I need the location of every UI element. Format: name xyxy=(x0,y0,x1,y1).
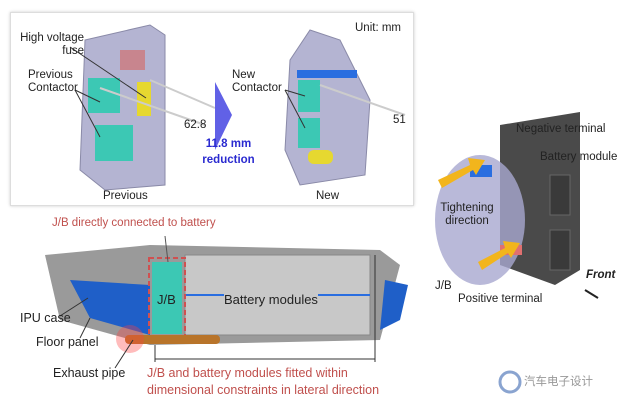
battery-module-label: Battery module xyxy=(540,151,618,163)
new-dimension: 51 xyxy=(393,114,406,126)
ipu-case-label: IPU case xyxy=(20,311,71,325)
lateral-note-line1: J/B and battery modules fitted within xyxy=(147,366,348,380)
new-contactor-label: New Contactor xyxy=(232,69,282,94)
previous-dimension: 62.8 xyxy=(184,119,207,131)
reduction-label: reduction xyxy=(202,154,255,166)
right-jb-label: J/B xyxy=(435,280,452,292)
previous-caption: Previous xyxy=(103,190,148,202)
previous-jb-model xyxy=(69,24,216,191)
front-label: Front xyxy=(586,269,616,281)
jb-label: J/B xyxy=(157,292,176,307)
watermark-logo xyxy=(498,370,522,394)
battery-modules-label: Battery modules xyxy=(224,292,318,307)
negative-terminal-label: Negative terminal xyxy=(516,123,606,135)
transition-arrow xyxy=(215,82,232,150)
jb-connection-title: J/B directly connected to battery xyxy=(52,217,216,229)
floor-panel-label: Floor panel xyxy=(36,335,99,349)
positive-terminal-label: Positive terminal xyxy=(458,293,543,305)
reduction-value: 11.8 mm xyxy=(205,138,252,150)
new-jb-model xyxy=(284,29,406,186)
watermark-text: 汽车电子设计 xyxy=(524,376,593,388)
new-caption: New xyxy=(316,190,340,202)
terminal-detail-model xyxy=(435,112,599,299)
previous-contactor-label: Previous Contactor xyxy=(28,69,78,94)
lateral-note-line2: dimensional constraints in lateral direc… xyxy=(147,383,380,397)
exhaust-pipe-label: Exhaust pipe xyxy=(53,366,126,380)
high-voltage-fuse-label: High voltage fuse xyxy=(20,32,84,57)
unit-label: Unit: mm xyxy=(355,22,401,34)
tightening-direction-label: Tightening direction xyxy=(440,202,494,227)
